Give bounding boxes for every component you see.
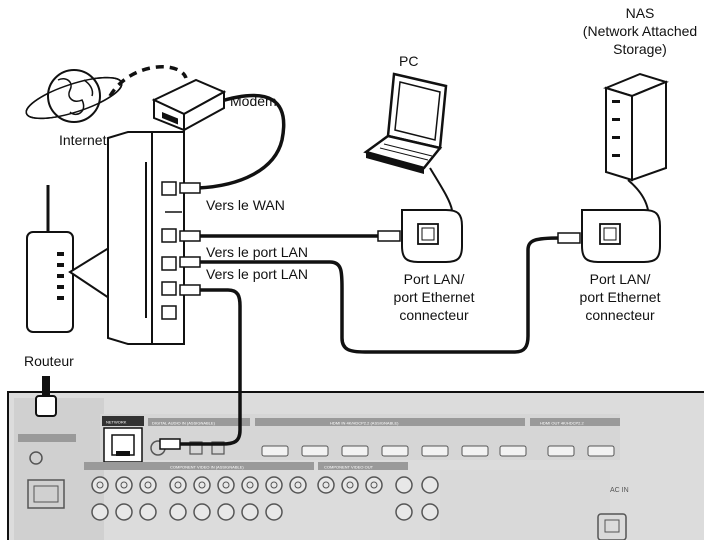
- nas-port-label-line3: connecteur: [585, 307, 655, 323]
- digital-audio-strip: [148, 418, 250, 426]
- component-out-label: COMPONENT VIDEO OUT: [324, 465, 374, 470]
- nas-label-line1: NAS: [626, 5, 655, 21]
- router-lan-port-4: [161, 305, 177, 320]
- nas-port-label-line2: port Ethernet: [580, 289, 661, 305]
- hdmi-out-label: HDMI OUT 4K/HDCP2.2: [540, 421, 584, 426]
- lan-label-1: Vers le port LAN: [206, 244, 308, 260]
- router-callout: [68, 244, 113, 302]
- pc-port-label-line3: connecteur: [399, 307, 469, 323]
- router-power-plug: [35, 395, 57, 417]
- nas-cable: [196, 236, 562, 354]
- hdmi-in-ports: [261, 445, 615, 457]
- serial-port: [27, 479, 65, 509]
- hdmi-out-strip: [530, 418, 620, 426]
- modem-label: Modem: [230, 93, 277, 109]
- router-wan-port: [161, 181, 177, 196]
- globe-icon: [25, 69, 123, 123]
- pc-port-label-line2: port Ethernet: [394, 289, 475, 305]
- hdmi-in-strip: [255, 418, 525, 426]
- router-lan-port-3: [161, 281, 177, 296]
- nas-label-line2: (Network Attached: [583, 23, 697, 39]
- wan-label: Vers le WAN: [206, 197, 285, 213]
- lan-label-2: Vers le port LAN: [206, 266, 308, 282]
- pc-laptop-icon: [363, 72, 448, 174]
- wan-cable: [196, 93, 286, 190]
- component-video-strip: [84, 462, 314, 470]
- router-lan-port-2: [161, 256, 177, 271]
- internet-label: Internet: [59, 132, 107, 148]
- digital-audio-label: DIGITAL AUDIO IN (ASSIGNABLE): [152, 421, 216, 426]
- network-label-box: [102, 416, 144, 426]
- receiver-cable: [176, 288, 242, 446]
- hdmi-in-label: HDMI IN 4K/HDCP2.2 (ASSIGNABLE): [330, 421, 399, 426]
- router-port-panel: [107, 131, 185, 345]
- component-video-label: COMPONENT VIDEO IN (ASSIGNABLE): [170, 465, 244, 470]
- cables: [176, 93, 562, 446]
- nas-label-line3: Storage): [613, 41, 667, 57]
- ac-in-socket: [597, 513, 627, 540]
- component-out-strip: [318, 462, 408, 470]
- nas-port-label-line1: Port LAN/: [590, 271, 651, 287]
- cable-plugs: [159, 96, 581, 450]
- ac-in-label: AC IN: [610, 487, 629, 494]
- pc-port-label-line1: Port LAN/: [404, 271, 465, 287]
- nas-ethernet-port: [581, 179, 661, 263]
- pc-label: PC: [399, 53, 418, 69]
- router-lan-port-1: [161, 228, 177, 243]
- rca-jacks-row2: [91, 503, 439, 521]
- receiver-rear-panel: HDMI IN 4K/HDCP2.2 (ASSIGNABLE) HDMI OUT…: [7, 391, 704, 540]
- router-leds: [57, 252, 64, 300]
- modem-icon: [151, 78, 227, 132]
- pc-ethernet-port: [401, 167, 463, 263]
- internet-link: [108, 65, 188, 97]
- receiver-network-port[interactable]: [103, 427, 143, 463]
- network-label: NETWORK: [106, 420, 127, 425]
- router-label: Routeur: [24, 353, 74, 369]
- nas-tower-icon: [603, 72, 669, 182]
- router: [26, 185, 74, 333]
- rca-jacks-row1: [91, 476, 439, 494]
